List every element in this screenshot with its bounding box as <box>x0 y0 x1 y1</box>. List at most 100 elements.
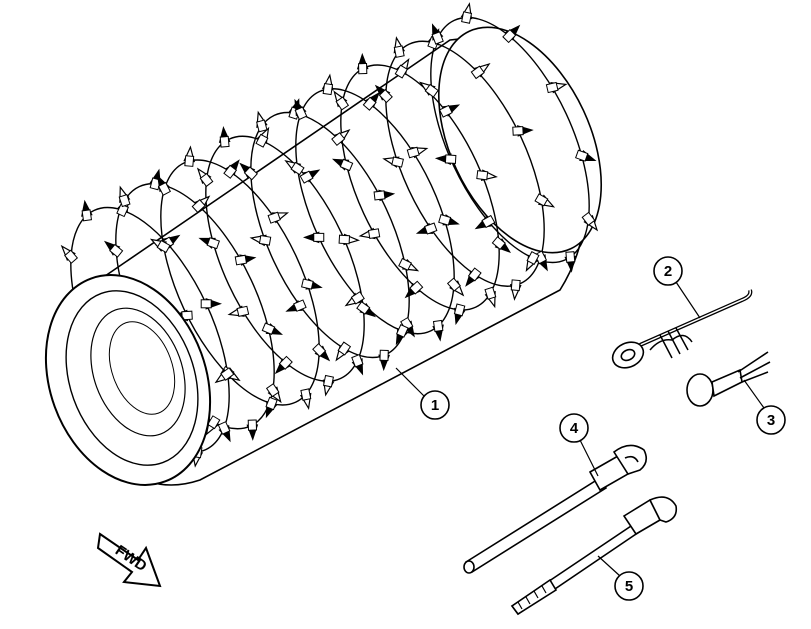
cutter-tooth <box>299 169 321 184</box>
callout-1-label: 1 <box>431 397 439 414</box>
cutter-tooth <box>502 24 521 44</box>
cutter-tooth <box>157 174 171 196</box>
cutter-tooth <box>509 279 522 301</box>
cutter-tooth <box>393 36 406 58</box>
cutter-tooth <box>525 251 540 272</box>
cutter-tooth <box>205 415 221 436</box>
callout-5: 5 <box>597 555 644 601</box>
threaded-tool <box>510 496 678 616</box>
cutter-tooth <box>301 278 323 290</box>
cutter-drum <box>44 2 603 486</box>
cutter-tooth <box>261 322 284 335</box>
cutter-tooth <box>373 189 396 202</box>
cutter-tooth <box>217 421 231 443</box>
cutter-tooth <box>234 254 257 266</box>
cutter-tooth <box>265 396 278 419</box>
cutter-teeth <box>60 2 599 468</box>
cutter-ring <box>385 40 545 287</box>
cutter-tooth <box>351 354 364 376</box>
cutter-tooth <box>575 149 597 162</box>
cutter-tooth <box>214 367 235 384</box>
cutter-tooth <box>302 231 325 244</box>
cutter-tooth <box>335 341 352 362</box>
cutter-tooth <box>191 195 211 214</box>
cutter-tooth <box>60 244 79 264</box>
cutter-tooth <box>331 129 351 147</box>
cutter-tooth <box>198 237 221 250</box>
cutter-tooth <box>256 110 268 133</box>
callout-2-label: 2 <box>664 263 672 280</box>
cutter-tooth <box>338 233 361 246</box>
cutter-tooth <box>491 236 512 254</box>
cutter-tooth <box>200 297 222 310</box>
cutter-ring <box>160 159 320 406</box>
cutter-tooth <box>223 159 240 179</box>
callout-1: 1 <box>395 367 450 420</box>
cutter-tooth <box>255 126 270 148</box>
cutter-tooth <box>465 267 482 287</box>
cutter-tooth <box>432 319 444 342</box>
cutter-tooth <box>196 167 214 188</box>
cutter-tooth <box>534 193 556 208</box>
cutter-tooth <box>267 211 290 224</box>
cutter-tooth <box>453 303 466 326</box>
cutter-tooth <box>249 234 272 247</box>
cutter-tooth <box>476 169 498 181</box>
cutter-tooth <box>356 301 377 318</box>
cutter-tooth <box>322 374 335 397</box>
cutter-tooth <box>246 419 259 441</box>
cutter-tooth <box>545 81 568 94</box>
cutter-tooth <box>356 52 369 75</box>
cutter-tooth <box>434 153 457 166</box>
cutter-tooth <box>470 63 491 80</box>
cutter-tooth <box>404 280 424 299</box>
cutter-tooth <box>118 185 131 208</box>
drum-front-end <box>44 274 212 486</box>
cutter-tooth <box>374 84 393 104</box>
cutter-tooth <box>438 104 461 118</box>
cutter-tooth <box>406 146 429 159</box>
cutter-tooth <box>344 291 365 307</box>
removal-tool <box>611 289 753 369</box>
cutter-tooth <box>415 222 438 235</box>
cutter-tooth <box>294 98 308 121</box>
cutter-tooth <box>438 214 460 226</box>
cutter-tooth <box>81 199 93 222</box>
cutter-tooth <box>581 211 599 232</box>
cutter-tooth <box>460 2 473 24</box>
cutter-tooth <box>239 162 258 181</box>
cutter-tooth <box>321 73 334 96</box>
cutter-tooth <box>431 23 444 45</box>
cutter-tooth <box>274 355 293 375</box>
cutter-tooth <box>149 168 162 191</box>
cutter-tooth <box>218 126 231 148</box>
cutter-tooth <box>358 227 381 240</box>
cutter-tooth <box>382 156 404 168</box>
fork-tool <box>463 444 648 574</box>
cutter-tooth <box>103 240 124 258</box>
cutter-tooth <box>446 277 465 297</box>
cutter-tooth <box>378 349 390 372</box>
cutter-tooth <box>299 388 312 411</box>
cutter-tooth <box>394 58 410 79</box>
cutter-tooth <box>284 159 305 176</box>
cutter-tooth <box>312 342 331 362</box>
cutter-tooth <box>285 299 307 312</box>
cutter-tooth <box>484 286 497 309</box>
callout-2: 2 <box>653 256 701 319</box>
cutter-tooth <box>398 257 420 272</box>
retaining-clip <box>686 351 771 407</box>
cutter-tooth <box>149 238 171 254</box>
cutter-tooth <box>564 251 577 273</box>
cutter-tooth <box>265 383 282 404</box>
callout-4: 4 <box>559 413 599 477</box>
cutter-tooth <box>395 324 409 346</box>
forward-direction-arrow: FWD <box>96 532 162 588</box>
cutter-tooth <box>183 145 196 167</box>
cutter-tooth <box>474 214 496 230</box>
callout-3: 3 <box>743 379 786 435</box>
callout-5-label: 5 <box>625 578 633 595</box>
cutter-tooth <box>333 90 350 111</box>
